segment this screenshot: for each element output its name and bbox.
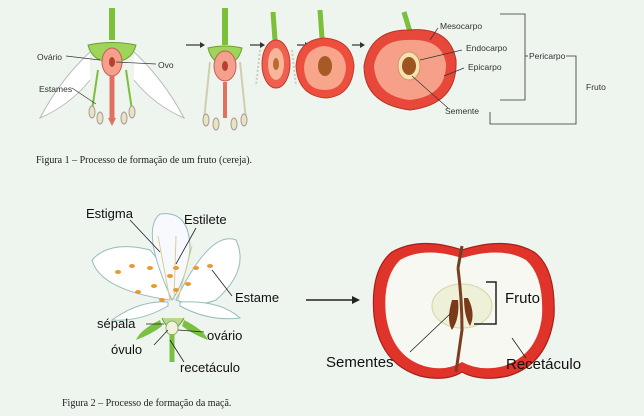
label-estigma: Estigma xyxy=(86,206,133,221)
label-receptaculo-flor: recetáculo xyxy=(180,360,240,375)
label-mesocarpo: Mesocarpo xyxy=(440,21,483,31)
label-semente: Semente xyxy=(445,106,480,116)
cherry-flower-stage-1 xyxy=(38,8,186,126)
label-fruto-fig1: Fruto xyxy=(586,82,606,92)
cherry-fruit-stage-4 xyxy=(295,9,355,99)
label-fruto-fig2: Fruto xyxy=(505,290,541,307)
label-estilete: Estilete xyxy=(184,212,227,227)
apple-flower xyxy=(91,213,242,363)
label-pericarpo: Pericarpo xyxy=(529,51,566,61)
label-sepala: sépala xyxy=(97,316,136,331)
label-estames-fig1: Estames xyxy=(39,84,73,94)
label-epicarpo: Epicarpo xyxy=(468,62,502,72)
label-endocarpo: Endocarpo xyxy=(466,43,508,53)
apple-cross-section xyxy=(372,242,555,379)
label-sementes: Sementes xyxy=(326,354,394,371)
label-ovulo: óvulo xyxy=(111,342,143,357)
arrow xyxy=(306,296,360,304)
figure1-caption: Figura 1 – Processo de formação de um fr… xyxy=(36,155,253,166)
cherry-flower-stage-2 xyxy=(202,8,248,131)
label-ovario-fig2: ovário xyxy=(207,328,243,343)
label-receptaculo-fruto: Recetáculo xyxy=(506,356,582,373)
label-estame: Estame xyxy=(235,290,280,305)
figure2-caption: Figura 2 – Processo de formação da maçã. xyxy=(62,398,232,409)
cherry-fruit-stage-3 xyxy=(255,11,297,89)
label-ovo: Ovo xyxy=(158,60,174,70)
label-ovario-fig1: Ovário xyxy=(37,52,63,62)
cherry-fruit-mature xyxy=(363,11,577,125)
